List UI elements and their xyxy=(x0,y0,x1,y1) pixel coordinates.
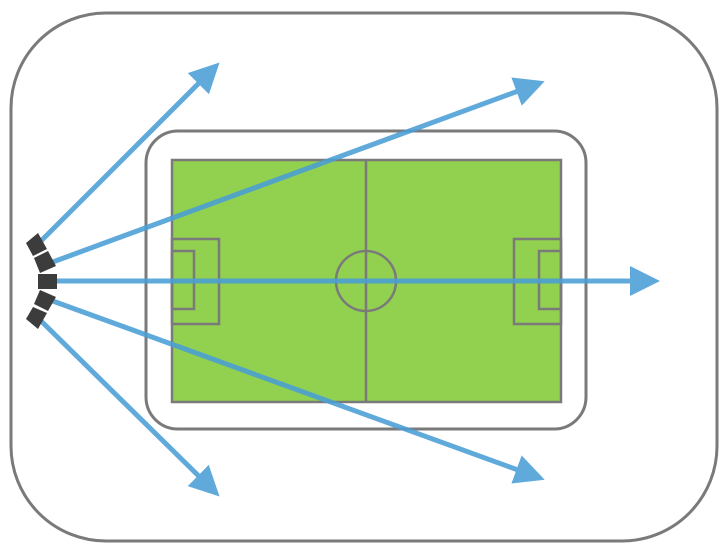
stadium-outer-outline xyxy=(9,11,719,543)
arrow-upper-far xyxy=(36,62,220,246)
arrow-lower-near xyxy=(49,297,545,484)
arrow-lower-far xyxy=(36,316,220,497)
speaker-cabinet xyxy=(34,251,56,273)
speaker-cabinet xyxy=(38,274,57,289)
speaker-cabinet xyxy=(26,307,47,329)
arrow-upper-near xyxy=(49,77,545,266)
speaker-array-icon xyxy=(26,233,57,329)
speaker-cabinet xyxy=(26,233,47,256)
projection-arrows xyxy=(36,62,660,497)
speaker-cabinet xyxy=(34,290,56,311)
